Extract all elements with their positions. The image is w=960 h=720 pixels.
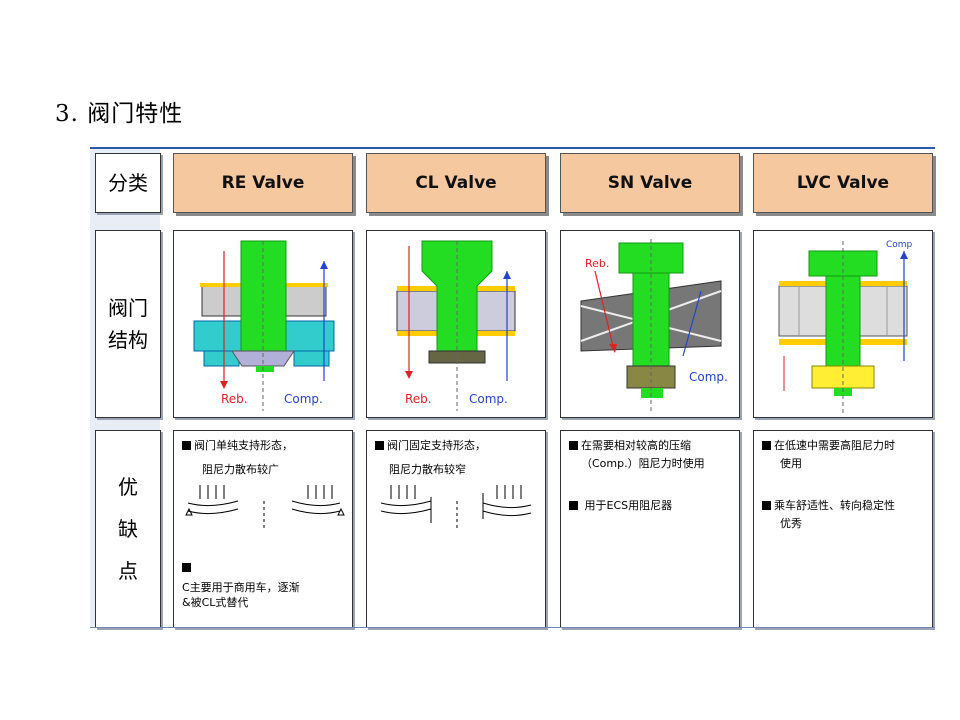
lvc-note-1: 在低速中需要高阻尼力时 bbox=[762, 437, 926, 454]
bottom-rule bbox=[90, 627, 935, 628]
cl-reb-label: Reb. bbox=[405, 392, 432, 406]
header-lvc-valve: LVC Valve bbox=[753, 153, 933, 213]
re-note-1-line2: 阻尼力散布较广 bbox=[202, 463, 279, 476]
row-label-structure: 阀门 结构 bbox=[95, 230, 161, 418]
lvc-note-2: 乘车舒适性、转向稳定性 bbox=[762, 497, 926, 514]
re-note-2-line2: 被CL式替代 bbox=[190, 595, 249, 609]
lvc-valve-diagram: Comp bbox=[753, 230, 933, 418]
row-label-pros-line2: 缺 bbox=[118, 517, 138, 541]
re-valve-notes: 阀门单纯支持形态， 阻尼力散布较广 C主要用于商用车，逐渐 &被CL式替代 bbox=[173, 430, 353, 628]
cl-support-diagram bbox=[380, 485, 532, 531]
re-note-2-lead2: & bbox=[182, 595, 191, 609]
lvc-note-1-line2: 使用 bbox=[780, 457, 802, 470]
sn-valve-notes: 在需要相对较高的压缩 （Comp.）阻尼力时使用 用于ECS用阻尼器 bbox=[560, 430, 740, 628]
bullet-square-icon bbox=[569, 501, 578, 510]
re-note-2: C主要用于商用车，逐渐 &被CL式替代 bbox=[182, 581, 346, 611]
sn-note-1: 在需要相对较高的压缩 bbox=[569, 437, 733, 454]
row-label-pros-line3: 点 bbox=[118, 559, 138, 583]
re-valve-diagram: Reb. Comp. bbox=[173, 230, 353, 418]
re-support-diagram bbox=[185, 485, 345, 531]
bullet-square-icon bbox=[762, 441, 771, 450]
sn-comp-label: Comp. bbox=[689, 370, 728, 384]
row-label-structure-line1: 阀门 bbox=[108, 296, 148, 320]
bullet-square-icon bbox=[182, 441, 191, 450]
bullet-square-icon bbox=[569, 441, 578, 450]
sn-note-2-line1: 用于ECS用阻尼器 bbox=[584, 499, 673, 512]
bullet-square-icon bbox=[375, 441, 384, 450]
sn-note-2: 用于ECS用阻尼器 bbox=[569, 497, 733, 514]
lvc-note-2-line1: 乘车舒适性、转向稳定性 bbox=[774, 499, 895, 512]
re-reb-label: Reb. bbox=[221, 392, 248, 406]
re-note-2-bullet bbox=[182, 559, 346, 576]
re-note-2-line1: 主要用于商用车，逐渐 bbox=[189, 581, 300, 594]
row-label-category-text: 分类 bbox=[108, 171, 148, 195]
sn-note-1-line1: 在需要相对较高的压缩 bbox=[581, 439, 691, 452]
row-label-pros-cons: 优 缺 点 bbox=[95, 430, 161, 628]
bullet-square-icon bbox=[762, 501, 771, 510]
cl-comp-label: Comp. bbox=[469, 392, 508, 406]
cl-valve-diagram: Reb. Comp. bbox=[366, 230, 546, 418]
row-label-category: 分类 bbox=[95, 153, 161, 213]
top-rule bbox=[90, 147, 935, 149]
re-note-2-lead: C bbox=[182, 581, 190, 594]
cl-note-1-line2: 阻尼力散布较窄 bbox=[389, 463, 466, 476]
sn-reb-label: Reb. bbox=[585, 257, 609, 270]
page-title: 3. 阀门特性 bbox=[55, 101, 184, 127]
row-label-pros-line1: 优 bbox=[118, 475, 138, 499]
cl-note-1: 阀门固定支持形态， bbox=[375, 437, 539, 454]
cl-note-1-line1: 阀门固定支持形态， bbox=[387, 439, 486, 452]
header-cl-valve: CL Valve bbox=[366, 153, 546, 213]
header-re-valve: RE Valve bbox=[173, 153, 353, 213]
re-comp-label: Comp. bbox=[284, 392, 323, 406]
bullet-square-icon bbox=[182, 563, 191, 572]
cl-valve-notes: 阀门固定支持形态， 阻尼力散布较窄 bbox=[366, 430, 546, 628]
re-note-1-line1: 阀门单纯支持形态， bbox=[194, 439, 293, 452]
row-label-structure-line2: 结构 bbox=[108, 328, 148, 352]
lvc-valve-notes: 在低速中需要高阻尼力时 使用 乘车舒适性、转向稳定性 优秀 bbox=[753, 430, 933, 628]
sn-valve-diagram: Reb. Comp. bbox=[560, 230, 740, 418]
lvc-note-2-line2: 优秀 bbox=[780, 517, 802, 530]
lvc-comp-label: Comp bbox=[886, 240, 913, 250]
header-sn-valve: SN Valve bbox=[560, 153, 740, 213]
lvc-note-1-line1: 在低速中需要高阻尼力时 bbox=[774, 439, 895, 452]
sn-note-1-line2: （Comp.）阻尼力时使用 bbox=[581, 457, 705, 470]
re-note-1: 阀门单纯支持形态， bbox=[182, 437, 346, 454]
